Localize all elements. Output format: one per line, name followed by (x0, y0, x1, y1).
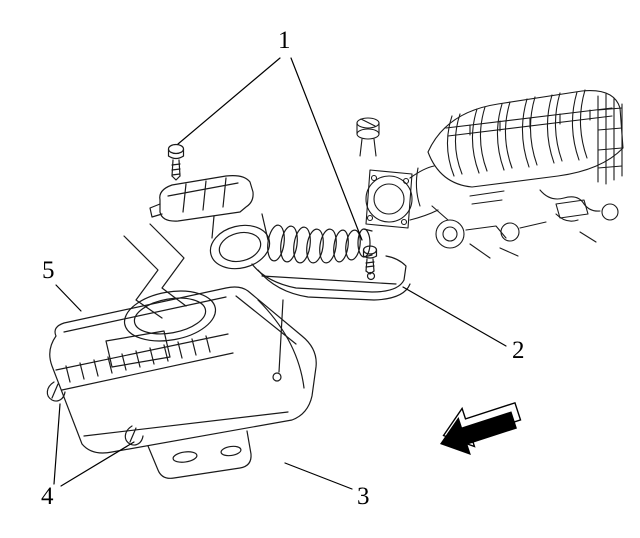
leader-callout-2 (402, 286, 507, 347)
leader-callout-1-b (290, 57, 363, 241)
leader-callout-4-a (53, 403, 61, 485)
direction-arrow-icon (440, 401, 522, 455)
callout-2: 2 (512, 337, 525, 364)
leader-callout-3 (284, 462, 353, 490)
callout-5: 5 (42, 257, 55, 284)
air-cleaner-cover (46, 286, 317, 479)
leader-callout-5 (55, 284, 82, 312)
callout-3: 3 (357, 483, 370, 510)
callout-1: 1 (278, 27, 291, 54)
engine-assembly (356, 89, 624, 259)
leader-callout-1-a (177, 57, 281, 145)
leader-callout-4-b (60, 441, 135, 487)
callout-4: 4 (41, 483, 54, 510)
leader-lines (53, 57, 507, 490)
bolt-fasteners (167, 143, 378, 275)
air-intake-duct (123, 175, 411, 373)
